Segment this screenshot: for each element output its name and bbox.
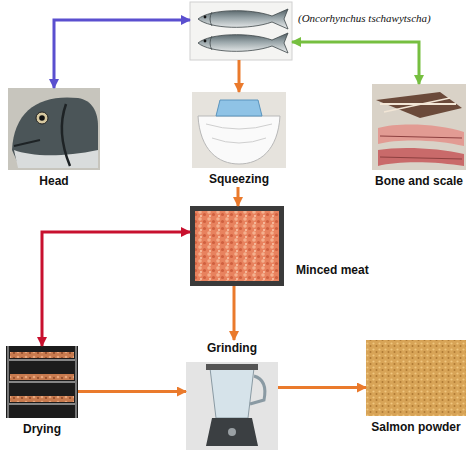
drying-tray bbox=[10, 352, 74, 358]
fish bbox=[198, 33, 288, 53]
flow-arrow bbox=[42, 232, 190, 346]
photo-area bbox=[190, 206, 284, 286]
photo-node: Minced meat bbox=[190, 206, 284, 286]
flow-arrow bbox=[233, 286, 236, 340]
cloth-bowl bbox=[198, 116, 280, 164]
photo-area bbox=[372, 84, 466, 170]
flow-arrow bbox=[237, 187, 240, 206]
fish-head bbox=[12, 97, 98, 168]
photo-frame bbox=[190, 2, 292, 60]
oven-side bbox=[8, 346, 76, 418]
drying-tray bbox=[10, 396, 74, 402]
photo-node: Salmon powder bbox=[366, 340, 466, 435]
photo-area bbox=[186, 362, 278, 450]
gill-line bbox=[62, 104, 70, 166]
fish-belly bbox=[14, 150, 98, 168]
fish-pupil bbox=[39, 115, 45, 121]
step-label: Bone and scale bbox=[375, 173, 463, 189]
step-label: Minced meat bbox=[296, 262, 369, 278]
photo-area bbox=[6, 346, 78, 418]
drying-photo bbox=[6, 346, 78, 418]
bone-photo bbox=[372, 84, 466, 170]
photo-frame bbox=[372, 84, 466, 170]
blender-knob bbox=[228, 428, 236, 436]
blender-base bbox=[206, 418, 258, 446]
photo-node: Bone and scale bbox=[372, 84, 466, 189]
step-label: Salmon powder bbox=[371, 419, 460, 435]
bone bbox=[380, 136, 462, 159]
tray bbox=[190, 206, 284, 286]
bone-pile bbox=[376, 92, 462, 118]
mouth-line bbox=[14, 140, 40, 146]
photo-node: Head bbox=[8, 88, 100, 189]
step-label: (Oncorhynchus tschawytscha) bbox=[298, 10, 431, 26]
oven bbox=[6, 346, 78, 418]
photo-node: Squeezing bbox=[192, 92, 286, 187]
fish-eye bbox=[36, 112, 48, 124]
head-photo bbox=[8, 88, 100, 170]
skin-strip bbox=[378, 125, 464, 146]
grinding-photo bbox=[186, 362, 278, 450]
drying-tray bbox=[10, 374, 74, 380]
flow-arrow bbox=[292, 42, 419, 84]
fish bbox=[198, 9, 288, 29]
oven-rack bbox=[8, 360, 76, 404]
step-label: Squeezing bbox=[209, 171, 269, 187]
step-label: Grinding bbox=[207, 340, 257, 356]
colander bbox=[216, 100, 262, 116]
flow-arrow bbox=[78, 390, 186, 393]
bone bbox=[384, 98, 450, 112]
minced-meat bbox=[195, 211, 279, 281]
flow-arrow bbox=[278, 386, 366, 389]
minced-photo bbox=[190, 206, 284, 286]
step-label: Drying bbox=[23, 421, 61, 437]
blender-jar bbox=[210, 368, 254, 418]
flow-arrow bbox=[238, 60, 241, 92]
salmon-photo bbox=[190, 2, 292, 60]
photo-frame bbox=[8, 88, 100, 170]
salmon-powder bbox=[366, 340, 466, 416]
photo-node: (Oncorhynchus tschawytscha) bbox=[190, 2, 292, 60]
flow-arrow bbox=[54, 20, 190, 88]
photo-node: Grinding bbox=[186, 340, 278, 450]
photo-area bbox=[192, 92, 286, 168]
photo-area bbox=[366, 340, 466, 416]
blender-handle bbox=[250, 376, 265, 404]
photo-frame bbox=[192, 92, 286, 168]
photo-area bbox=[190, 2, 292, 60]
photo-node: Drying bbox=[6, 346, 78, 437]
photo-frame bbox=[186, 362, 278, 450]
blender-lid bbox=[206, 364, 258, 370]
squeezing-photo bbox=[192, 92, 286, 168]
photo-area bbox=[8, 88, 100, 170]
cloth-fold bbox=[206, 124, 272, 143]
step-label: Head bbox=[39, 173, 68, 189]
powder-photo bbox=[366, 340, 466, 416]
